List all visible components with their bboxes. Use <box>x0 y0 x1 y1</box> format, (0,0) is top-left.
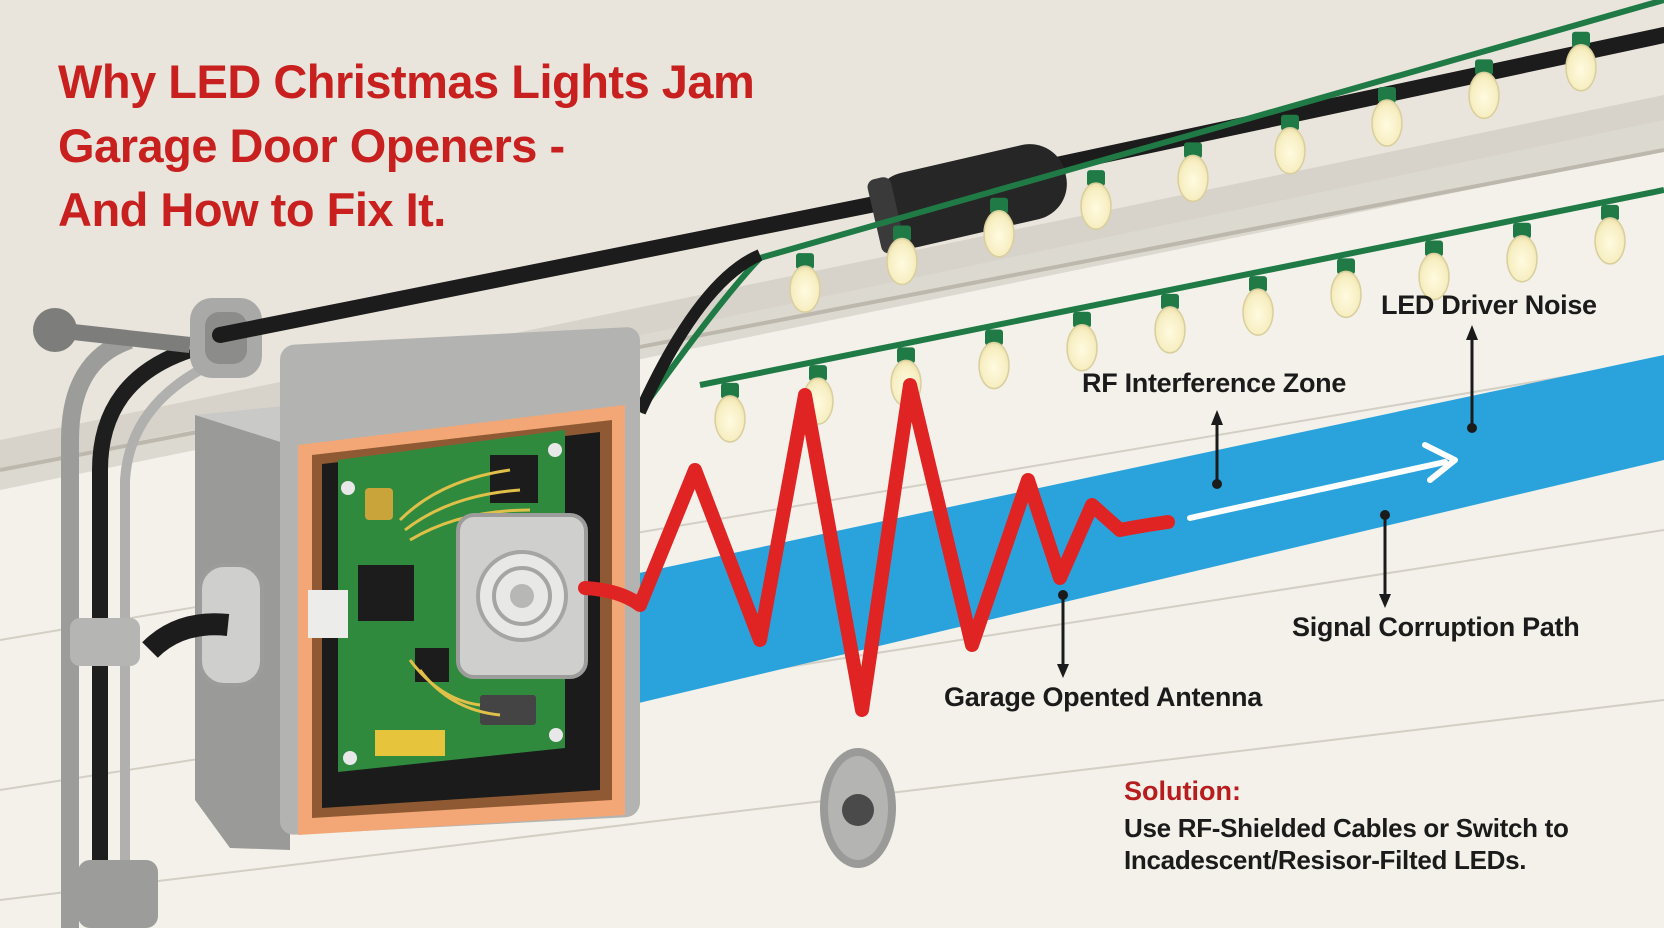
solution-text: Use RF-Shielded Cables or Switch to Inca… <box>1124 812 1644 876</box>
solution-heading: Solution: <box>1124 776 1241 806</box>
door-lock <box>820 748 896 868</box>
light-bulb <box>1468 59 1500 120</box>
light-bulb <box>1330 258 1362 319</box>
light-bulb <box>1506 222 1538 283</box>
label-led-driver-noise: LED Driver Noise <box>1381 290 1597 320</box>
light-bulb <box>1594 204 1626 265</box>
antenna-module <box>456 513 588 679</box>
light-bulb <box>978 329 1010 390</box>
light-bulb <box>1080 170 1112 230</box>
opener-receiver-box <box>142 327 640 850</box>
interference-wave <box>578 378 1175 717</box>
signal-arrow <box>1187 442 1458 521</box>
label-signal-corruption-path: Signal Corruption Path <box>1292 612 1580 642</box>
christmas-light-strings <box>634 0 1664 443</box>
light-bulb <box>1066 311 1098 372</box>
solution-line-2: Incadescent/Resisor-Filted LEDs. <box>1124 845 1527 875</box>
label-garage-opener-antenna: Garage Opented Antenna <box>944 682 1262 712</box>
title-line-3: And How to Fix It. <box>58 183 446 236</box>
light-bulb <box>1418 240 1450 301</box>
title-line-2: Garage Door Openers - <box>58 119 565 172</box>
light-bulbs-upper <box>789 31 1597 313</box>
light-bulb <box>1154 293 1186 354</box>
solution-line-1: Use RF-Shielded Cables or Switch to <box>1124 813 1569 843</box>
light-bulb <box>1371 87 1403 147</box>
light-bulb <box>1177 142 1209 203</box>
label-pointers <box>1057 325 1478 678</box>
diagram-title: Why LED Christmas Lights Jam Garage Door… <box>58 50 878 242</box>
title-line-1: Why LED Christmas Lights Jam <box>58 55 755 108</box>
label-rf-interference-zone: RF Interference Zone <box>1082 368 1347 398</box>
light-bulb <box>886 225 918 286</box>
light-bulb <box>1242 276 1274 336</box>
light-bulb <box>789 253 821 313</box>
light-bulb <box>1274 114 1306 175</box>
light-bulb <box>983 197 1015 258</box>
light-bulb <box>1565 31 1597 92</box>
light-bulb <box>714 382 746 443</box>
